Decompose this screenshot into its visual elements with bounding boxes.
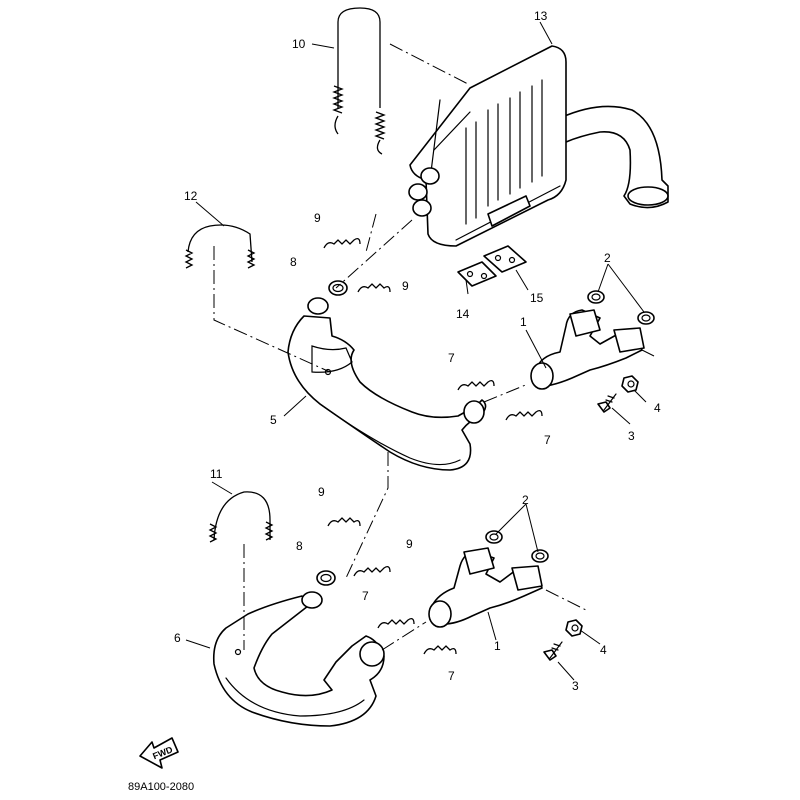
callout-7a: 7 bbox=[448, 351, 455, 365]
callout-9c: 9 bbox=[318, 485, 325, 499]
muffler-bracket-plates bbox=[457, 245, 527, 287]
upper-manifold-1 bbox=[530, 309, 645, 390]
callout-9a: 9 bbox=[314, 211, 321, 225]
lower-exhaust-chamber-6 bbox=[212, 591, 385, 727]
callout-6: 6 bbox=[174, 631, 181, 645]
callout-9d: 9 bbox=[406, 537, 413, 551]
callout-15: 15 bbox=[530, 291, 544, 305]
callout-10: 10 bbox=[292, 37, 306, 51]
callout-1a: 1 bbox=[520, 315, 527, 329]
callout-numbers: 13 10 12 9 8 9 2 15 14 1 7 4 3 5 7 11 9 … bbox=[174, 9, 661, 693]
callout-8b: 8 bbox=[296, 539, 303, 553]
fwd-direction-arrow: FWD bbox=[139, 737, 179, 769]
callout-7b: 7 bbox=[544, 433, 551, 447]
callout-2b: 2 bbox=[522, 493, 529, 507]
upper-nut-bolt bbox=[597, 375, 639, 413]
callout-3b: 3 bbox=[572, 679, 579, 693]
long-spring-12 bbox=[184, 224, 256, 269]
diagram-code: 89A100-2080 bbox=[128, 781, 194, 793]
callout-7d: 7 bbox=[448, 669, 455, 683]
muffler-assembly bbox=[408, 45, 669, 247]
callout-3a: 3 bbox=[628, 429, 635, 443]
long-spring-10 bbox=[332, 7, 386, 155]
lower-manifold-1 bbox=[428, 547, 543, 628]
lower-nut-bolt bbox=[543, 619, 583, 661]
callout-4a: 4 bbox=[654, 401, 661, 415]
callout-11: 11 bbox=[210, 467, 223, 481]
callout-7c: 7 bbox=[362, 589, 369, 603]
gaskets bbox=[316, 280, 655, 586]
callout-5: 5 bbox=[270, 413, 277, 427]
small-springs bbox=[323, 238, 543, 655]
callout-9b: 9 bbox=[402, 279, 409, 293]
callout-4b: 4 bbox=[600, 643, 607, 657]
long-spring-11 bbox=[208, 491, 274, 543]
callout-2a: 2 bbox=[604, 251, 611, 265]
upper-exhaust-chamber-5 bbox=[287, 297, 487, 471]
callout-14: 14 bbox=[456, 307, 470, 321]
callout-13: 13 bbox=[534, 9, 548, 23]
callout-12: 12 bbox=[184, 189, 198, 203]
callout-8a: 8 bbox=[290, 255, 297, 269]
leader-lines bbox=[185, 21, 655, 681]
callout-1b: 1 bbox=[494, 639, 501, 653]
